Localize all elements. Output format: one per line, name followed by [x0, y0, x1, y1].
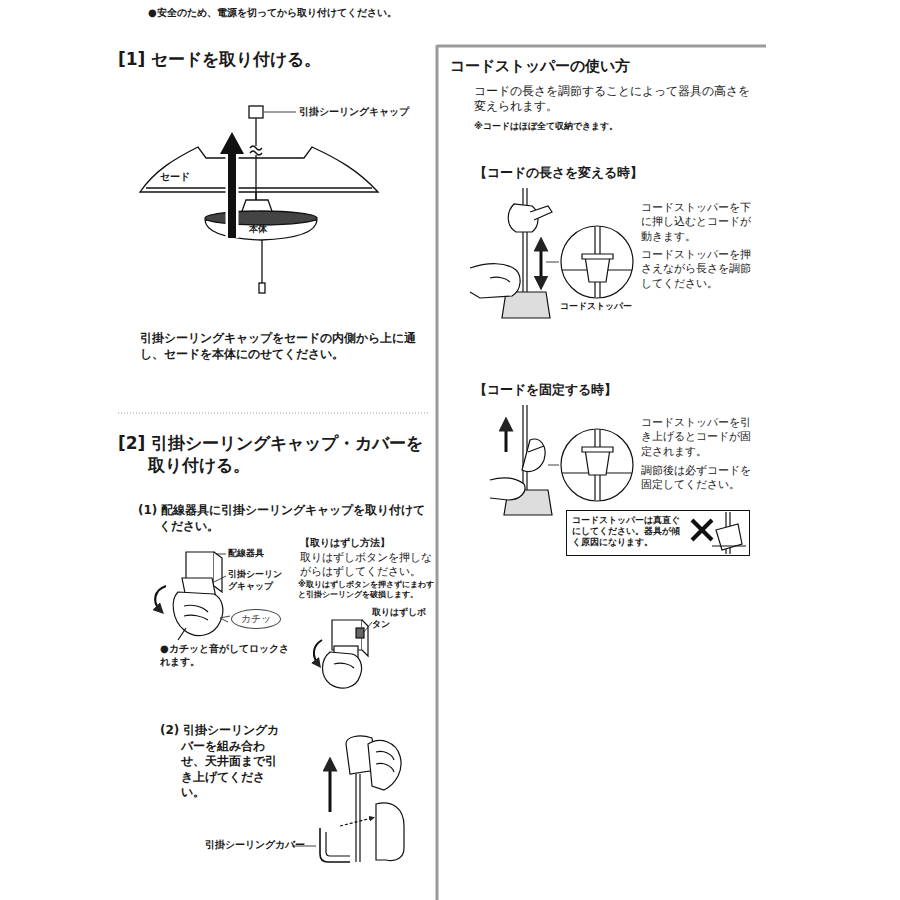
part-name: 取りはずしボタン: [372, 607, 432, 630]
cover-illustration: [292, 736, 404, 862]
step-text: (2) 引掛シーリングカバーを組み合わせ、天井面まで引き上げてください。: [160, 723, 288, 801]
part-name: 引掛シーリングキャップ: [228, 569, 290, 592]
instruction-text: コードストッパーを引き上げるとコードが固定されます。: [641, 416, 757, 459]
instruction-text: 調節後は必ずコードを固定してください。: [641, 464, 761, 493]
sub-heading: 【コードの長さを変える時】: [474, 165, 760, 181]
part-name: セード: [160, 170, 210, 183]
wrong-mark: [692, 512, 746, 554]
section-heading: [2] 引掛シーリングキャップ・カバーを取り付ける。: [118, 432, 436, 476]
safety-note: ●安全のため、電源を切ってから取り付けてください。: [148, 6, 568, 19]
instruction-text: コードストッパーを押さえながら長さを調節してください。: [641, 248, 757, 291]
note-text: ※コードはほぼ全て収納できます。: [474, 121, 760, 133]
shade-illustration: [140, 106, 378, 293]
instruction-text: 取りはずしボタンを押しながらはずしてください。: [300, 551, 434, 580]
section-heading: コードストッパーの使い方: [450, 57, 750, 77]
node-text: コードストッパーは真直ぐにしてください。器具が傾く原因になります。: [572, 515, 687, 548]
part-name: 引掛シーリングキャップ: [299, 105, 435, 118]
warning-box: コードストッパーは真直ぐにしてください。器具が傾く原因になります。: [566, 510, 750, 556]
part-name: 本体: [249, 224, 279, 236]
instruction-text: 引掛シーリングキャップをセードの内側から上に通し、セードを本体にのせてください。: [140, 331, 418, 362]
stopper-push-illustration: [470, 188, 633, 318]
node-text: カチッ: [241, 612, 271, 626]
part-name: 配線器具: [228, 548, 292, 560]
column-divider: [118, 45, 766, 900]
stopper-pull-illustration: [490, 405, 633, 515]
step-text: (1) 配線器具に引掛シーリングキャップを取り付けてください。: [138, 503, 426, 534]
part-name: 引掛シーリングカバー: [205, 838, 315, 851]
instruction-text: コードの長さを調節することによって器具の高さを変えられます。: [474, 84, 760, 114]
removal-illustration: [314, 620, 372, 688]
sub-heading: 【コードを固定する時】: [474, 382, 760, 398]
speech-bubble: カチッ: [231, 609, 281, 629]
instruction-text: コードストッパーを下に押し込むとコードが動きます。: [641, 201, 757, 244]
attach-illustration: [155, 552, 230, 640]
note-text: ●カチッと音がしてロックされます。: [160, 642, 294, 668]
section-heading: [1] セードを取り付ける。: [118, 48, 428, 70]
sub-heading: 【取りはずし方法】: [300, 536, 436, 549]
caution-note: ※取りはずしボタンを押さずにまわすと引掛シーリングを破損します。: [298, 580, 436, 601]
part-name: コードストッパー: [560, 301, 660, 313]
